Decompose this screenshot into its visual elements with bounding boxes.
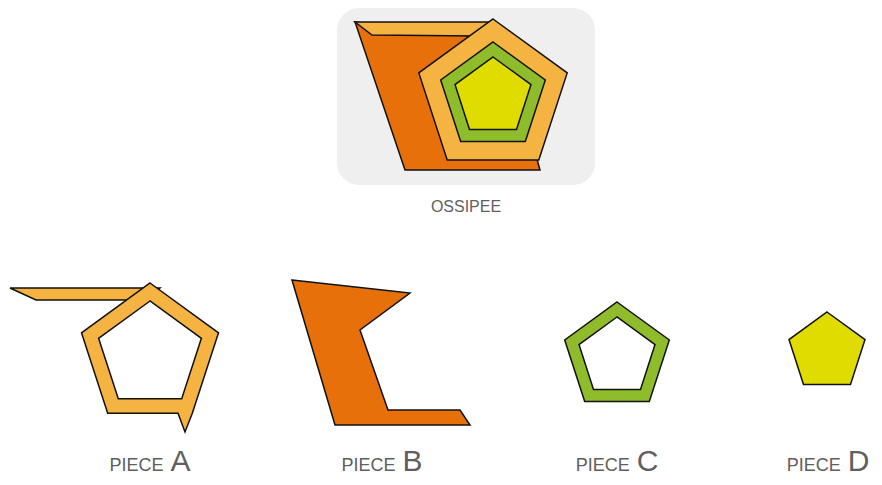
piece-word: PIECE bbox=[576, 456, 630, 474]
label-group: OSSIPEE bbox=[431, 199, 501, 215]
puzzle-name: OSSIPEE bbox=[431, 199, 501, 215]
yellow-pentagon bbox=[455, 57, 531, 129]
piece-word: PIECE bbox=[341, 456, 395, 474]
label-group: PIECE D bbox=[787, 446, 870, 476]
preview-panel bbox=[337, 8, 595, 185]
piece-letter: B bbox=[403, 446, 423, 476]
label-group: PIECE A bbox=[109, 446, 190, 476]
piece-word: PIECE bbox=[109, 456, 163, 474]
piece-letter: D bbox=[848, 446, 870, 476]
piece-letter: C bbox=[637, 446, 659, 476]
piece-d bbox=[789, 312, 865, 384]
piece-c-ring bbox=[565, 302, 670, 402]
green-ring bbox=[441, 42, 546, 142]
light-orange-ring bbox=[419, 19, 567, 160]
label-group: PIECE C bbox=[576, 446, 659, 476]
label-group: PIECE B bbox=[341, 446, 422, 476]
piece-a-ring bbox=[82, 283, 219, 432]
piece-word: PIECE bbox=[787, 456, 841, 474]
piece-b bbox=[292, 280, 470, 425]
piece-letter: A bbox=[171, 446, 191, 476]
